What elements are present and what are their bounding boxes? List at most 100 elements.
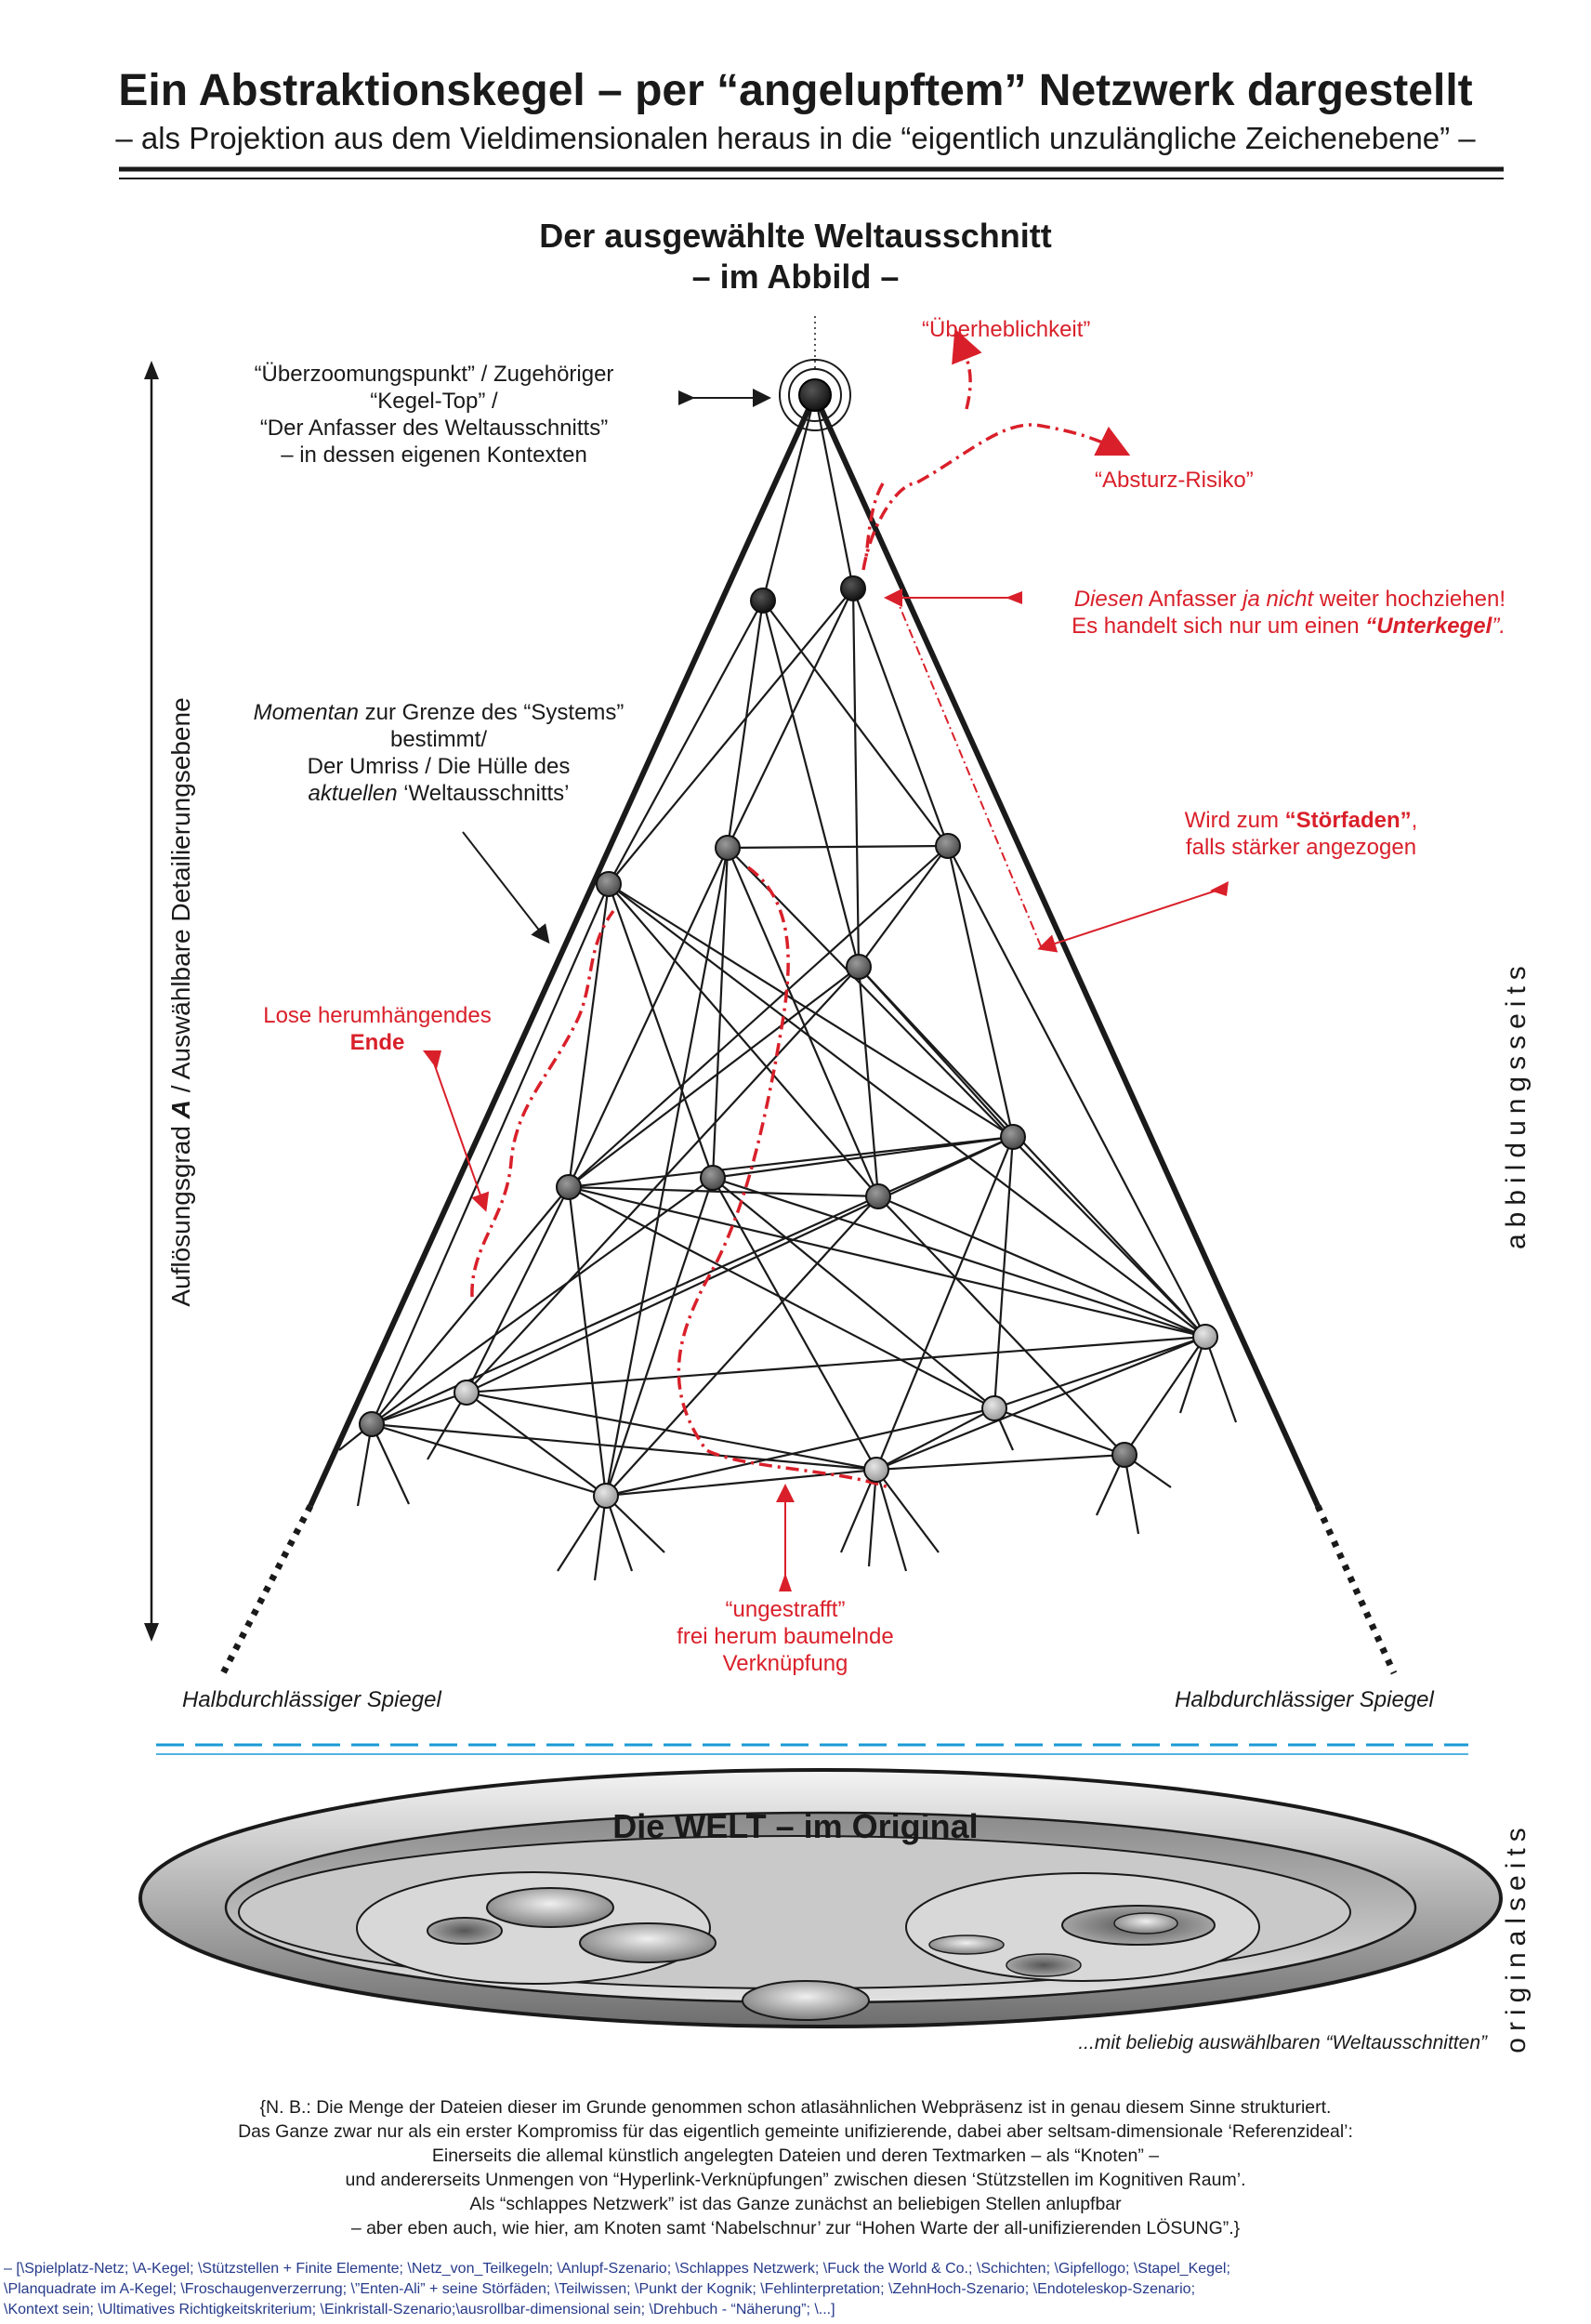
network-edge (858, 845, 949, 968)
network-edge (371, 1422, 877, 1472)
axis-label-a: Auflösungsgrad (166, 1118, 195, 1307)
dangling-line1: “ungestrafft” (725, 1597, 846, 1622)
dangling-thread (677, 865, 889, 1489)
cone-left-edge (308, 393, 818, 1508)
red-arrows (431, 588, 1226, 1585)
network-edge (371, 1391, 467, 1426)
note-line: Als “schlappes Netzwerk” ist das Ganze z… (469, 2194, 1122, 2214)
network-edge (608, 883, 879, 1197)
loose-end-line1: Lose herumhängendes (263, 1003, 492, 1028)
network-edge (370, 883, 611, 1425)
network-edge (466, 1391, 877, 1472)
network-edge (466, 966, 860, 1393)
network-edge (567, 883, 611, 1188)
loose-end-label: Lose herumhängendes Ende (238, 1002, 517, 1056)
axis-label-A: A (166, 1100, 195, 1119)
network-edge (608, 588, 854, 885)
network-node (1192, 1324, 1218, 1350)
world-ellipse (138, 1768, 1503, 2028)
dangling-leaf-line (1203, 1336, 1238, 1423)
network-node (359, 1411, 385, 1437)
note-block: {N. B.: Die Menge der Dateien dieser im … (130, 2095, 1461, 2240)
network-edge (607, 883, 715, 1179)
arrogance-label: “Überheblichkeit” (922, 317, 1091, 342)
network-nodes (359, 575, 1218, 1509)
cone-right-dotted (1314, 1504, 1398, 1675)
boundary-line3: Der Umriss / Die Hülle des (307, 754, 571, 779)
network-edge (604, 1177, 715, 1497)
figure-title-line2: – im Abbild – (691, 257, 900, 296)
stoerfaden-plain: Wird zum (1184, 808, 1285, 833)
detail-axis-label: Auflösungsgrad A / Auswählbare Detailier… (166, 649, 196, 1355)
boundary-arrow (462, 831, 550, 944)
network-node (840, 575, 866, 601)
network-edge (874, 1136, 1015, 1471)
dangling-leaf-lines (338, 1336, 1238, 1581)
network-edge (727, 588, 854, 849)
network-edge (371, 1177, 714, 1425)
network-node (715, 835, 741, 861)
network-edge (993, 1136, 1015, 1409)
cone-outline (219, 393, 1398, 1675)
network-edge (875, 1335, 1206, 1472)
network-edge (851, 588, 950, 847)
stoerfaden-thread (894, 594, 1042, 947)
loose-end-arrow (431, 1057, 490, 1212)
grip-thread (864, 482, 885, 559)
dangling-leaf-line (875, 1469, 940, 1553)
network-node (1000, 1124, 1026, 1150)
stoerfaden-label: Wird zum “Störfaden”, falls stärker ange… (1134, 807, 1468, 861)
grip-warning-line2-start: Es handelt sich nur um einen (1072, 614, 1366, 639)
network-edge (608, 883, 1014, 1138)
network-edge (875, 1407, 995, 1471)
network-node (935, 833, 961, 859)
network-edge (608, 600, 764, 885)
network-edge (466, 1335, 1206, 1394)
grip-warning-line2-end: ”. (1492, 614, 1506, 639)
overzoom-label: “Überzoomungspunkt” / Zugehöriger “Kegel… (216, 361, 652, 469)
network-node (700, 1165, 726, 1191)
grip-warning-label: Diesen Anfasser ja nicht weiter hochzieh… (1022, 586, 1506, 640)
network-edge (605, 1468, 877, 1498)
stoerfaden-arrow (1037, 887, 1226, 953)
boundary-label: Momentan zur Grenze des “Systems” bestim… (243, 699, 634, 807)
grip-warning-line1: Diesen Anfasser ja nicht weiter hochzieh… (1022, 586, 1506, 613)
network-edge (726, 847, 880, 1197)
keyword-list: – [\Spielplatz-Netz; \A-Kegel; \Stützste… (4, 2259, 1584, 2320)
crash-risk-thread (861, 423, 1131, 571)
boundary-line1-rest: zur Grenze des “Systems” (358, 700, 625, 725)
crash-risk-label: “Absturz-Risiko” (1095, 468, 1254, 493)
network-edge (371, 1186, 570, 1425)
network-node (846, 954, 872, 980)
network-edge (466, 1136, 1014, 1393)
grip-warning-italic-a: Diesen (1073, 587, 1144, 612)
note-line: Das Ganze zwar nur als ein erster Kompro… (238, 2121, 1353, 2142)
loose-end-line2: Ende (349, 1030, 405, 1055)
dangling-line2: frei herum baumelnde (677, 1624, 894, 1649)
note-line: {N. B.: Die Menge der Dateien dieser im … (259, 2097, 1332, 2118)
stoerfaden-bold: “Störfaden” (1284, 808, 1412, 833)
red-threads (470, 328, 1131, 1489)
network-edge (877, 1195, 1206, 1339)
network-node (596, 871, 622, 897)
network-edge (712, 1176, 1206, 1339)
network-edge (466, 1186, 570, 1393)
cone-left-dotted (219, 1504, 314, 1675)
network-node (750, 588, 776, 614)
network-edge (712, 1177, 995, 1409)
figure-title-line1: Der ausgewählte Weltausschnitt (539, 217, 1052, 255)
dangling-leaf-line (604, 1495, 634, 1572)
dangling-line3: Verknüpfung (722, 1651, 848, 1676)
network-node (556, 1174, 582, 1200)
world-caption: ...mit beliebig auswählbaren “Weltaussch… (1078, 2032, 1487, 2053)
network-edge (726, 600, 765, 849)
boundary-line1: Momentan zur Grenze des “Systems” (243, 699, 634, 726)
cone-right-edge (812, 393, 1321, 1508)
network-edge (568, 1185, 1206, 1339)
mirror-label-left: Halbdurchlässiger Spiegel (182, 1687, 441, 1712)
dangling-leaf-line (605, 1495, 665, 1553)
network-node (863, 1457, 889, 1483)
network-edge (993, 1335, 1206, 1410)
note-line: und andererseits Unmengen von “Hyperlink… (345, 2170, 1246, 2190)
network-edge (946, 845, 1015, 1138)
